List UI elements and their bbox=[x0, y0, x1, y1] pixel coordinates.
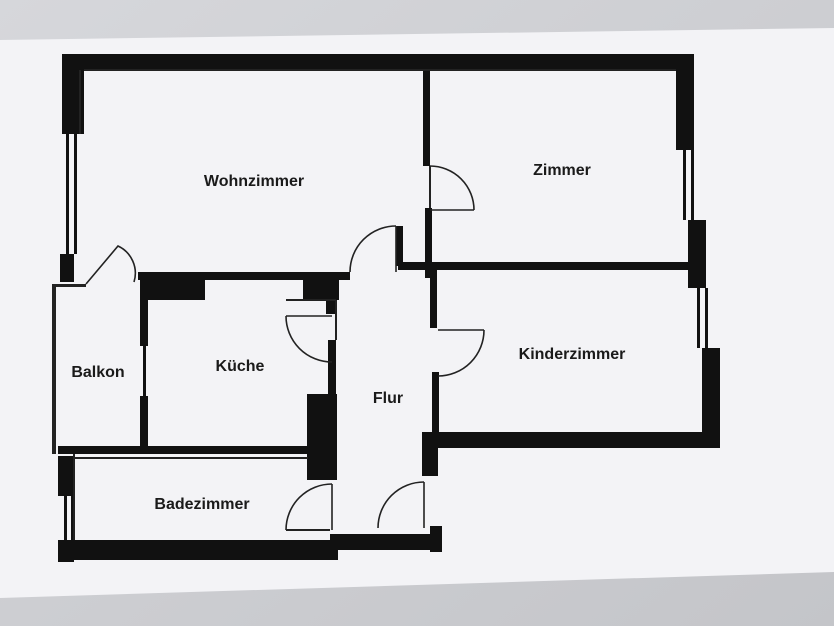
wall-kueche-bad bbox=[58, 446, 308, 454]
door-arc-entrance bbox=[377, 481, 425, 529]
door-arc-balkon bbox=[85, 245, 137, 285]
wall-kinder-left-upper bbox=[430, 270, 437, 328]
label-badezimmer: Badezimmer bbox=[154, 496, 249, 513]
door-arc-kinderzimmer bbox=[437, 329, 485, 377]
walls bbox=[52, 54, 720, 562]
door-arc-kueche bbox=[285, 315, 333, 363]
thin-lines bbox=[73, 69, 676, 540]
paper-sheet bbox=[0, 28, 834, 598]
window-kueche bbox=[143, 346, 146, 396]
wall-wohn-zimmer-lower bbox=[425, 208, 432, 278]
window-wohnzimmer-a bbox=[66, 134, 69, 254]
window-bad-a bbox=[64, 496, 67, 540]
wall-kueche-shaft-b bbox=[326, 276, 336, 314]
door-arc-wohnzimmer bbox=[349, 225, 397, 273]
window-zimmer-a bbox=[683, 150, 686, 220]
wall-kinder-left-lower bbox=[432, 372, 439, 438]
wall-kueche-corner bbox=[140, 272, 205, 300]
window-bad-b bbox=[71, 496, 74, 540]
wall-bad-left-upper bbox=[58, 456, 74, 496]
wall-bottom-bad bbox=[58, 540, 338, 560]
label-balkon: Balkon bbox=[71, 364, 124, 381]
wall-right-upper bbox=[676, 54, 694, 150]
window-zimmer-b bbox=[691, 150, 694, 220]
doors bbox=[85, 165, 485, 531]
wall-wohn-zimmer-upper bbox=[423, 70, 430, 166]
wall-right-mid bbox=[688, 220, 706, 288]
wall-kueche-flur bbox=[328, 340, 336, 396]
wall-wohn-kueche bbox=[138, 272, 350, 280]
door-arc-zimmer bbox=[429, 165, 475, 211]
wall-bottom-flur bbox=[330, 534, 440, 550]
balkon-rail-top bbox=[52, 284, 86, 287]
label-kueche: Küche bbox=[216, 358, 265, 375]
wall-kueche-left-lower bbox=[140, 396, 148, 452]
wall-kueche-flur-block bbox=[307, 394, 337, 480]
label-flur: Flur bbox=[373, 390, 403, 407]
door-arc-bad bbox=[285, 483, 333, 531]
balkon-rail-left bbox=[52, 284, 56, 454]
wall-top bbox=[62, 54, 690, 70]
wall-kinder-bottom bbox=[422, 432, 720, 448]
wall-flur-right-bottom bbox=[430, 526, 442, 552]
label-wohnzimmer: Wohnzimmer bbox=[204, 173, 304, 190]
window-wohnzimmer-b bbox=[74, 134, 77, 254]
window-kinder-a bbox=[697, 288, 700, 348]
wall-kueche-left-upper bbox=[140, 290, 148, 346]
wall-right-lower bbox=[702, 348, 720, 448]
wall-flur-right-stub bbox=[422, 440, 438, 476]
wall-flur-top-stub bbox=[396, 226, 403, 266]
wall-left-upper bbox=[62, 54, 84, 134]
wall-left-mid bbox=[60, 254, 74, 282]
label-kinderzimmer: Kinderzimmer bbox=[519, 346, 626, 363]
wall-zimmer-kinder bbox=[398, 262, 694, 270]
window-kinder-b bbox=[705, 288, 708, 348]
label-zimmer: Zimmer bbox=[533, 162, 591, 179]
